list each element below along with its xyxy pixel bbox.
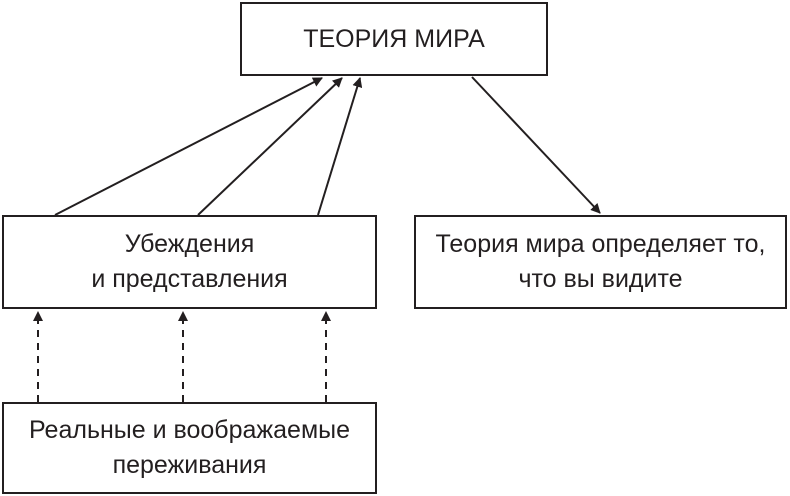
arrow-beliefs-to-theory-left	[54, 77, 323, 216]
beliefs-box: Убеждения и представления	[2, 215, 377, 309]
theory-of-world-title: ТЕОРИЯ МИРА	[303, 24, 485, 53]
experiences-box: Реальные и воображаемые переживания	[2, 402, 377, 494]
experiences-label-line1: Реальные и воображаемые	[28, 416, 351, 444]
experiences-label-line2: переживания	[112, 451, 267, 479]
defines-label-line2: что вы видите	[518, 265, 683, 293]
arrow-beliefs-to-theory-right	[317, 77, 363, 216]
arrow-beliefs-to-theory-middle	[197, 77, 343, 216]
defines-label-line1: Теория мира определяет то,	[435, 230, 766, 258]
theory-defines-view-box: Теория мира определяет то, что вы видите	[414, 215, 787, 309]
theory-of-world-box: ТЕОРИЯ МИРА	[240, 2, 548, 76]
arrow-theory-to-defines	[471, 76, 601, 214]
beliefs-label-line2: и представления	[91, 265, 288, 293]
beliefs-label-line1: Убеждения	[124, 230, 255, 258]
